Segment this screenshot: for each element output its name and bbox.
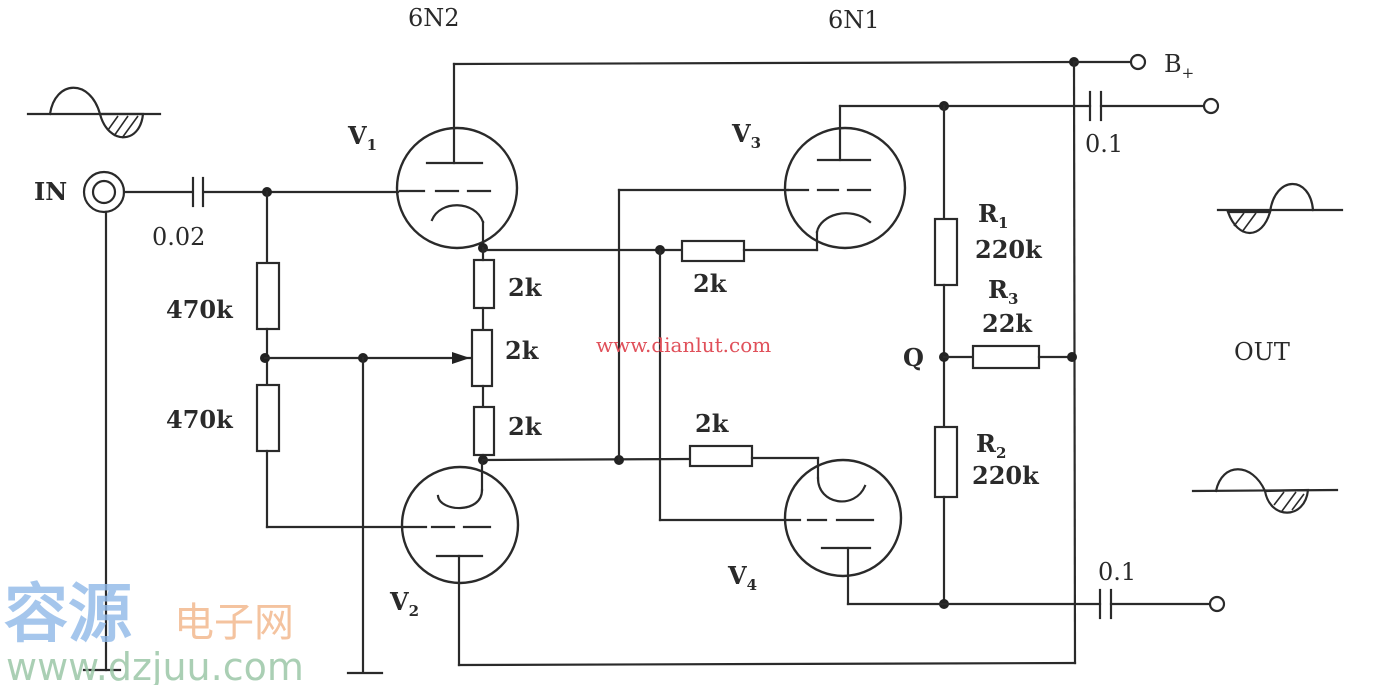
r1-label: R1 — [978, 199, 1008, 232]
output-waveform-bottom-icon — [1191, 468, 1339, 514]
potentiometer-2k-value: 2k — [505, 336, 540, 365]
output-label: OUT — [1234, 338, 1290, 366]
watermark-cn-sub: 电子网 — [174, 600, 294, 646]
output-waveform-top-icon — [1216, 183, 1344, 235]
resistor-2k-cathode-bottom-value: 2k — [508, 412, 543, 441]
r2-value: 220k — [972, 461, 1040, 490]
r3-value: 22k — [982, 309, 1033, 338]
vacuum-tube-v1 — [395, 62, 519, 250]
output-capacitor-bottom — [1098, 588, 1113, 620]
b-plus-terminal[interactable] — [1129, 53, 1147, 71]
input-waveform-icon — [26, 86, 162, 139]
resistor-470k-bottom — [255, 383, 281, 453]
watermark-cn-main: 容源 — [4, 578, 132, 652]
vacuum-tube-v3 — [783, 104, 907, 250]
watermark-dianlut: www.dianlut.com — [596, 333, 771, 357]
resistor-2k-v4-cathode-value: 2k — [695, 409, 730, 438]
r1-value: 220k — [975, 235, 1043, 264]
output-capacitor-top — [1088, 90, 1103, 122]
v1-tube-type: 6N2 — [408, 4, 460, 32]
output-terminal-bottom[interactable] — [1208, 595, 1226, 613]
v1-label: V1 — [347, 121, 377, 154]
output-capacitor-top-value: 0.1 — [1085, 130, 1123, 158]
resistor-2k-v3-cathode — [680, 239, 746, 263]
input-capacitor-value: 0.02 — [152, 223, 205, 251]
potentiometer-wiper-arrow — [452, 352, 470, 364]
resistor-r1 — [933, 217, 959, 287]
output-capacitor-bottom-value: 0.1 — [1098, 558, 1136, 586]
b-plus-rail — [452, 60, 1078, 66]
vacuum-tube-v4 — [783, 458, 903, 606]
input-capacitor — [191, 176, 205, 208]
resistor-2k-v3-cathode-value: 2k — [693, 269, 728, 298]
potentiometer-2k[interactable] — [470, 328, 494, 388]
resistor-470k-top-value: 470k — [166, 295, 234, 324]
r3-label: R3 — [988, 275, 1018, 308]
node-q-label: Q — [903, 343, 924, 372]
resistor-2k-cathode-top — [472, 258, 496, 310]
input-label: IN — [34, 177, 67, 206]
resistor-r3 — [971, 344, 1041, 370]
resistor-470k-bottom-value: 470k — [166, 405, 234, 434]
vacuum-tube-v2 — [400, 460, 520, 667]
v3-label: V3 — [731, 119, 761, 152]
v4-label: V4 — [727, 561, 757, 594]
resistor-2k-v4-cathode — [688, 444, 754, 468]
resistor-2k-cathode-bottom — [472, 405, 496, 457]
r2-label: R2 — [976, 429, 1006, 462]
v2-label: V2 — [389, 587, 419, 620]
resistor-r2 — [933, 425, 959, 499]
resistor-2k-cathode-top-value: 2k — [508, 273, 543, 302]
resistor-470k-top — [255, 261, 281, 331]
output-terminal-top[interactable] — [1202, 97, 1220, 115]
b-plus-label: B+ — [1164, 50, 1194, 82]
b-plus-vertical-rail — [1072, 60, 1077, 665]
watermark-url: www.dzjuu.com — [6, 645, 304, 685]
bottom-return-wire — [457, 661, 1077, 667]
v3-tube-type: 6N1 — [828, 6, 880, 34]
input-jack[interactable] — [82, 170, 126, 214]
